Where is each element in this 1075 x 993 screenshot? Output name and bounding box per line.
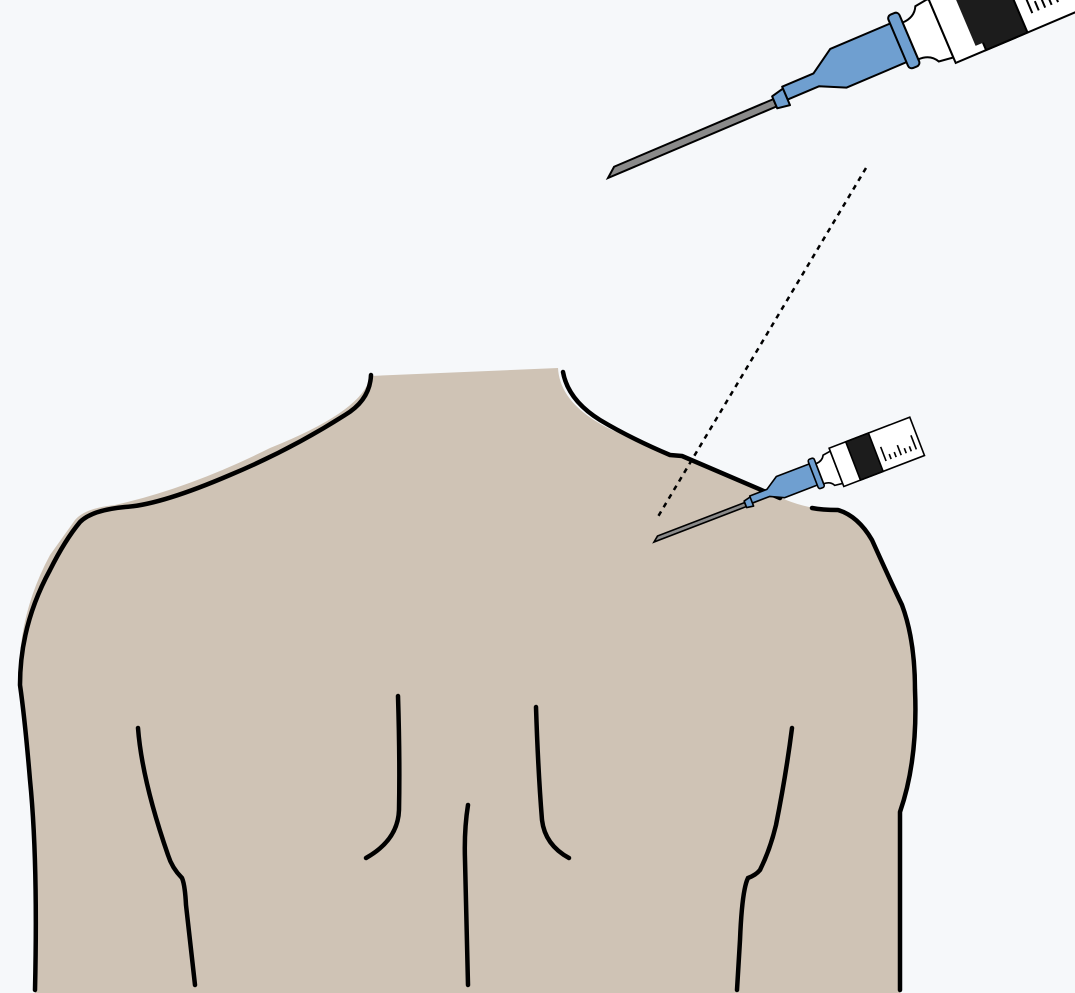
needle-hub bbox=[764, 22, 911, 116]
needle-shaft bbox=[605, 99, 777, 178]
torso bbox=[19, 368, 915, 993]
barrel-body bbox=[829, 417, 924, 486]
syringe-icon bbox=[590, 0, 1075, 206]
